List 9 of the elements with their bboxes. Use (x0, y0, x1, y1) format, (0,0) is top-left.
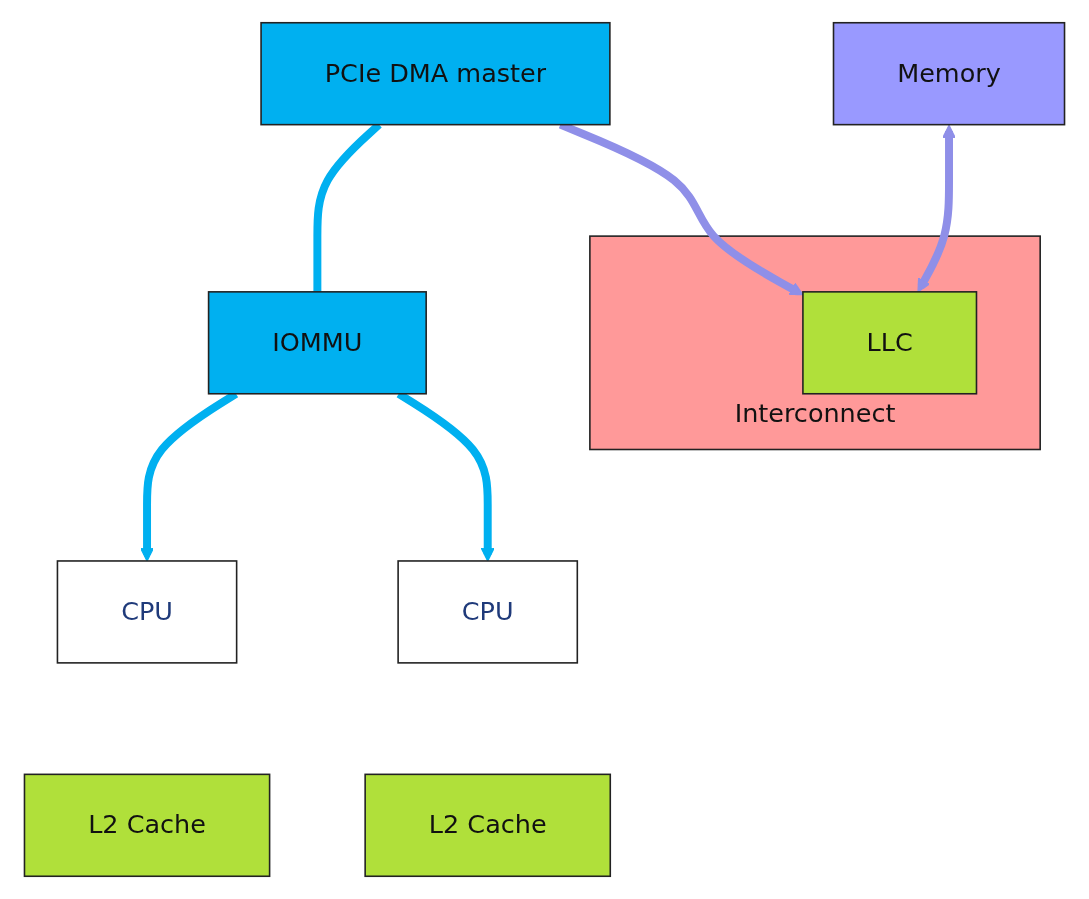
arrow (917, 124, 956, 293)
node-box: PCIe DMA master (260, 21, 611, 126)
node-box: Memory (832, 21, 1066, 126)
node-box: CPU (397, 560, 579, 664)
node-box: IOMMU (207, 291, 427, 395)
node-box: CPU (56, 560, 238, 664)
node-box: L2 Cache (364, 773, 612, 878)
node-box: L2 Cache (23, 773, 271, 878)
node-box: LLC (802, 291, 978, 395)
